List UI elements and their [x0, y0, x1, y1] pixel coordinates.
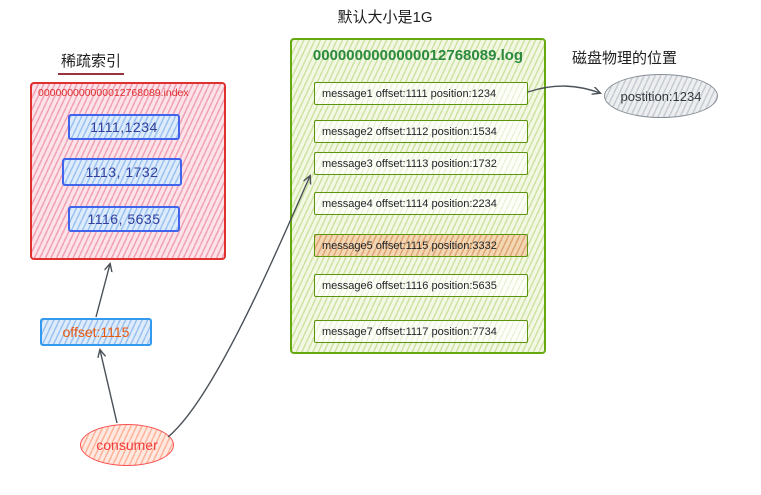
message-row: message6 offset:1116 position:5635 [314, 274, 528, 297]
message-row: message7 offset:1117 position:7734 [314, 320, 528, 343]
position-ellipse: postition:1234 [604, 74, 718, 118]
log-file-box: 0000000000000012768089.log message1 offs… [290, 38, 546, 354]
index-entry: 1111,1234 [68, 114, 180, 140]
log-filename: 0000000000000012768089.log [312, 47, 524, 64]
message-row: message4 offset:1114 position:2234 [314, 192, 528, 215]
offset-box: offset:1115 [40, 318, 152, 346]
message-row: message2 offset:1112 position:1534 [314, 120, 528, 143]
sparse-index-title: 稀疏索引 [58, 50, 124, 75]
disk-position-title: 磁盘物理的位置 [572, 50, 678, 67]
index-file-box: 000000000000012768089.index 1111,1234 11… [30, 82, 226, 260]
index-entry: 1113, 1732 [62, 158, 182, 186]
message-row-highlighted: message5 offset:1115 position:3332 [314, 234, 528, 257]
arrow-consumer-to-offset [100, 350, 118, 424]
log-default-size-title: 默认大小是1G [337, 9, 433, 26]
index-filename: 000000000000012768089.index [38, 87, 189, 99]
index-entry: 1116, 5635 [68, 206, 180, 232]
arrow-offset-to-index [95, 264, 110, 318]
consumer-ellipse: consumer [80, 424, 174, 466]
message-row: message3 offset:1113 position:1732 [314, 152, 528, 175]
message-row: message1 offset:1111 position:1234 [314, 82, 528, 105]
